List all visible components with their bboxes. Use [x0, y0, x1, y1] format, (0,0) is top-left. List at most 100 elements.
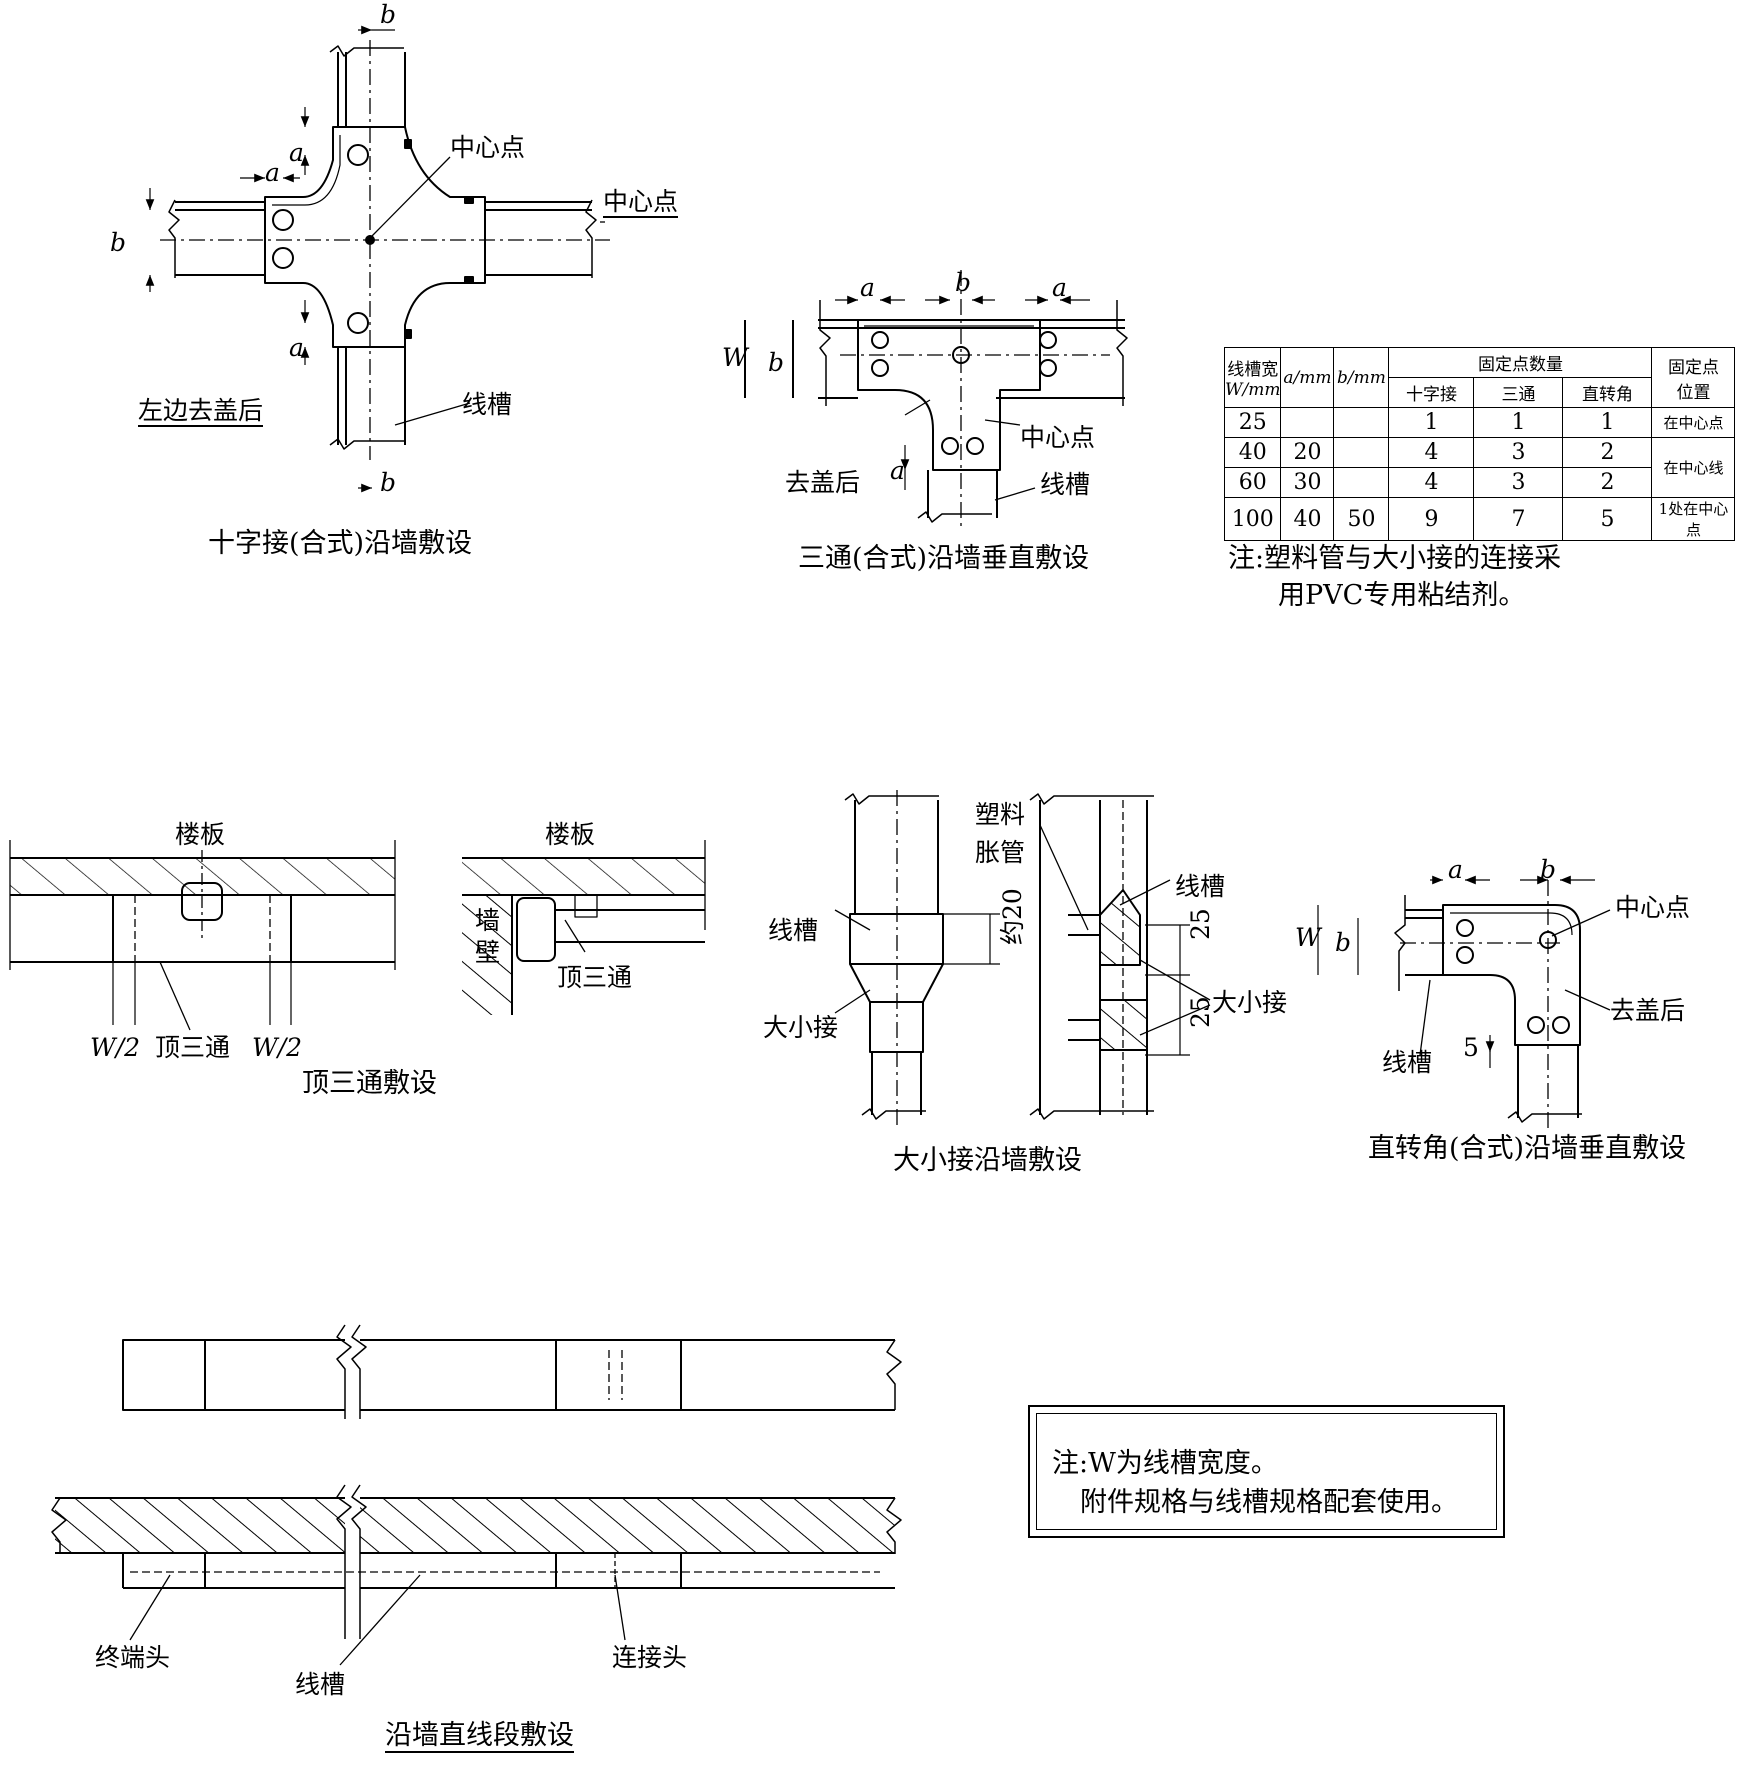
cell-elbow: 2: [1562, 467, 1653, 498]
straight-end-cap: 终端头: [95, 1643, 171, 1672]
cell-tee: 7: [1473, 497, 1564, 541]
tee-dim-b: b: [955, 268, 972, 297]
elbow-center-label: 中心点: [1615, 893, 1691, 922]
cell-cross: 4: [1388, 437, 1475, 468]
cross-dim-a-2: a: [289, 333, 304, 362]
reducer-trunking-left: 线槽: [768, 916, 819, 945]
top-tee-title: 顶三通敷设: [302, 1068, 437, 1099]
cell-elbow: 1: [1562, 407, 1653, 438]
cell-a: 20: [1280, 437, 1335, 468]
elbow-title: 直转角(合式)沿墙垂直敷设: [1368, 1133, 1687, 1164]
tee-figure: [744, 270, 1128, 530]
reducer-title: 大小接沿墙敷设: [893, 1145, 1082, 1176]
cell-w: 100: [1223, 497, 1282, 541]
tee-dim-W: W: [722, 343, 748, 372]
cross-trunking-label: 线槽: [462, 390, 513, 419]
table-note-line2: 用PVC专用粘结剂。: [1278, 580, 1526, 611]
tee-dim-b-side: b: [768, 348, 785, 377]
elbow-figure: [1317, 875, 1611, 1130]
th-position: 固定点位置: [1651, 347, 1736, 408]
tee-trunking-label: 线槽: [1040, 470, 1091, 499]
top-tee-fitting-side: 顶三通: [557, 963, 633, 992]
note-line2: 附件规格与线槽规格配套使用。: [1080, 1487, 1458, 1518]
top-tee-floor-slab-2: 楼板: [545, 820, 596, 849]
cell-a: [1280, 407, 1335, 438]
th-tee: 三通: [1473, 377, 1564, 408]
table-row: 100 40 50 9 7 5 1处在中心点: [1223, 497, 1736, 541]
cell-elbow: 2: [1562, 437, 1653, 468]
cross-dim-b-bottom: b: [380, 468, 397, 497]
reducer-dim-25-b: 25: [1186, 996, 1215, 1028]
cell-elbow: 5: [1562, 497, 1653, 541]
th-cross: 十字接: [1388, 377, 1475, 408]
cross-center-label: 中心点: [450, 133, 526, 162]
cell-b: [1333, 407, 1390, 438]
cell-pos: 在中心线: [1651, 437, 1736, 498]
tee-dim-a-2: a: [1052, 273, 1067, 302]
straight-joint: 连接头: [612, 1643, 688, 1672]
cross-dim-a-3: a: [265, 158, 280, 187]
cross-dim-b-top: b: [380, 0, 397, 29]
cross-after-cover: 左边去盖后: [138, 396, 264, 427]
tee-dim-a-3: a: [890, 456, 905, 485]
th-count: 固定点数量: [1388, 347, 1653, 378]
top-tee-wall-1: 墙: [475, 906, 501, 935]
top-tee-figure: [9, 840, 706, 1031]
cell-a: 40: [1280, 497, 1335, 541]
straight-title: 沿墙直线段敷设: [385, 1720, 574, 1753]
tee-title: 三通(合式)沿墙垂直敷设: [798, 543, 1090, 574]
cell-a: 30: [1280, 467, 1335, 498]
elbow-trunking-label: 线槽: [1382, 1048, 1433, 1077]
table-row: 40 20 4 3 2 在中心线: [1223, 437, 1736, 498]
top-tee-half-w-right: W/2: [252, 1033, 303, 1062]
cell-w: 40: [1223, 437, 1282, 468]
table-note-line1: 注:塑料管与大小接的连接采: [1228, 543, 1562, 574]
cross-dim-a-1: a: [289, 138, 304, 167]
top-tee-floor-slab: 楼板: [175, 820, 226, 849]
reducer-figure: [834, 790, 1211, 1130]
cross-dim-b-left: b: [110, 228, 127, 257]
elbow-dim-W: W: [1295, 923, 1321, 952]
tee-dim-a-1: a: [860, 273, 875, 302]
th-b: b/mm: [1333, 347, 1390, 408]
cell-tee: 1: [1473, 407, 1564, 438]
cell-cross: 1: [1388, 407, 1475, 438]
table-row: 60 30 4 3 2: [1223, 467, 1735, 498]
cell-w: 25: [1223, 407, 1282, 438]
elbow-dim-a: a: [1448, 855, 1463, 884]
cell-tee: 3: [1473, 437, 1564, 468]
note-inner-frame: [1036, 1413, 1497, 1530]
cell-cross: 4: [1388, 467, 1475, 498]
reducer-trunking-right: 线槽: [1175, 872, 1226, 901]
reducer-plastic-2: 胀管: [975, 838, 1026, 867]
elbow-dim-b-side: b: [1335, 928, 1352, 957]
th-a: a/mm: [1280, 347, 1335, 408]
tee-after-cover: 去盖后: [785, 468, 861, 497]
reducer-label-right: 大小接: [1212, 988, 1288, 1017]
cell-b: [1333, 467, 1390, 498]
th-elbow: 直转角: [1562, 377, 1653, 408]
elbow-dim-b: b: [1540, 855, 1557, 884]
cell-tee: 3: [1473, 467, 1564, 498]
note-line1: 注:W为线槽宽度。: [1052, 1448, 1278, 1479]
tee-center-label: 中心点: [1020, 423, 1096, 452]
cell-b: [1333, 437, 1390, 468]
note-box: 注:W为线槽宽度。 附件规格与线槽规格配套使用。: [1028, 1405, 1505, 1538]
straight-run-figure: [51, 1324, 902, 1666]
elbow-after-cover: 去盖后: [1610, 996, 1686, 1025]
elbow-dim-5: 5: [1463, 1033, 1479, 1062]
cell-b: 50: [1333, 497, 1390, 541]
reducer-dim-approx: 约20: [998, 888, 1027, 945]
top-tee-half-w-left: W/2: [90, 1033, 141, 1062]
top-tee-fitting: 顶三通: [155, 1033, 231, 1062]
cross-joint-figure: [145, 25, 610, 493]
top-tee-wall-2: 壁: [475, 938, 501, 967]
cell-w: 60: [1223, 467, 1282, 498]
cell-pos: 1处在中心点: [1651, 497, 1736, 541]
straight-trunking: 线槽: [295, 1670, 346, 1699]
cell-pos: 在中心点: [1651, 407, 1736, 438]
table-row: 25 1 1 1 在中心点: [1223, 407, 1736, 438]
